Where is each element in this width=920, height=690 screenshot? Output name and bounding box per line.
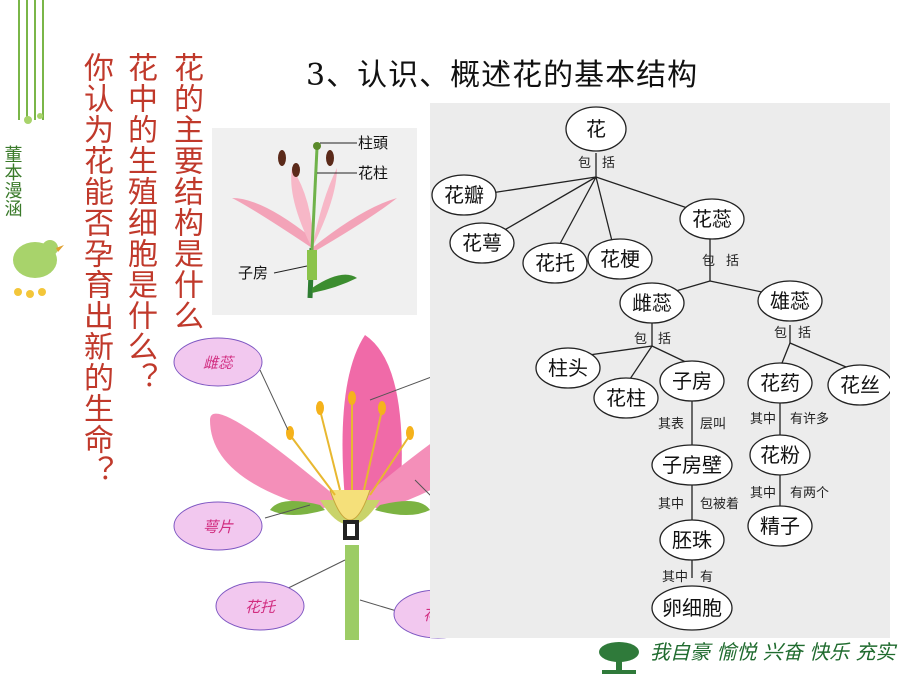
node-petal: 花瓣 xyxy=(444,183,484,207)
edge-wall-2: 包被着 xyxy=(700,496,739,512)
node-flower: 花 xyxy=(586,117,606,141)
node-ovary-wall: 子房壁 xyxy=(662,453,722,477)
edge-pollen-2: 有两个 xyxy=(790,486,829,501)
question-3: 你认为花能否孕育出新的生命？ xyxy=(78,52,113,486)
edge-root-1: 包 xyxy=(578,156,591,171)
edge-cirui-2: 括 xyxy=(658,332,671,347)
decor-bar xyxy=(42,0,44,120)
diagram-label-pistil: 雌蕊 xyxy=(203,354,235,372)
node-anther: 花药 xyxy=(760,371,800,395)
lily-label-stigma: 柱頭 xyxy=(358,134,388,152)
question-1: 花的主要结构是什么？ xyxy=(168,52,203,362)
node-pollen: 花粉 xyxy=(760,443,800,467)
diagram-label-receptacle: 花托 xyxy=(245,598,277,616)
node-stamen: 雄蕊 xyxy=(770,289,810,313)
edge-ovary-1: 其表 xyxy=(658,417,684,432)
slide-title: 3、认识、概述花的基本结构 xyxy=(306,58,699,93)
node-huarui: 花蕊 xyxy=(692,207,732,231)
edge-anther-1: 其中 xyxy=(750,412,776,427)
node-pedicel: 花梗 xyxy=(600,247,640,271)
edge-wall-1: 其中 xyxy=(658,497,684,512)
footer-motto: 我自豪 愉悦 兴奋 快乐 充实 xyxy=(650,640,896,664)
diagram-label-sepal: 萼片 xyxy=(203,518,234,536)
node-stigma: 柱头 xyxy=(548,356,588,380)
edge-pollen-1: 其中 xyxy=(750,486,776,501)
lily-label-ovary: 子房 xyxy=(238,264,268,282)
node-sperm: 精子 xyxy=(760,514,800,538)
node-pistil: 雌蕊 xyxy=(632,291,672,315)
edge-ovule-2: 有 xyxy=(700,570,713,585)
logo: 董本漫涵 xyxy=(2,113,64,298)
lily-photo: 柱頭 花柱 子房 xyxy=(212,128,417,315)
edge-root-2: 括 xyxy=(602,156,615,171)
edge-huarui-2: 括 xyxy=(726,254,739,269)
decor-bar xyxy=(34,0,36,120)
edge-huarui-1: 包 xyxy=(702,254,715,269)
node-style: 花柱 xyxy=(606,386,646,410)
decor-bar xyxy=(26,0,28,120)
node-egg: 卵细胞 xyxy=(662,596,722,620)
logo-text: 董本漫涵 xyxy=(2,145,23,217)
edge-anther-2: 有许多 xyxy=(790,411,829,427)
node-ovary: 子房 xyxy=(672,369,712,393)
edge-xiongrui-2: 括 xyxy=(798,326,811,341)
edge-ovule-1: 其中 xyxy=(662,570,688,585)
structure-tree: 花 花瓣 花萼 花托 花梗 花蕊 雌蕊 雄蕊 柱头 花柱 子房 花药 花丝 子房… xyxy=(430,103,893,638)
node-ovule: 胚珠 xyxy=(672,528,712,552)
node-filament: 花丝 xyxy=(840,373,880,397)
decor-bar xyxy=(18,0,20,120)
node-calyx: 花萼 xyxy=(462,231,502,255)
tree-logo-icon xyxy=(599,642,639,674)
edge-ovary-2: 层叫 xyxy=(700,417,726,432)
node-receptacle: 花托 xyxy=(535,251,575,275)
lily-label-style: 花柱 xyxy=(358,164,388,182)
edge-cirui-1: 包 xyxy=(634,332,647,347)
edge-xiongrui-1: 包 xyxy=(774,326,787,341)
question-2: 花中的生殖细胞是什么？ xyxy=(122,52,157,393)
